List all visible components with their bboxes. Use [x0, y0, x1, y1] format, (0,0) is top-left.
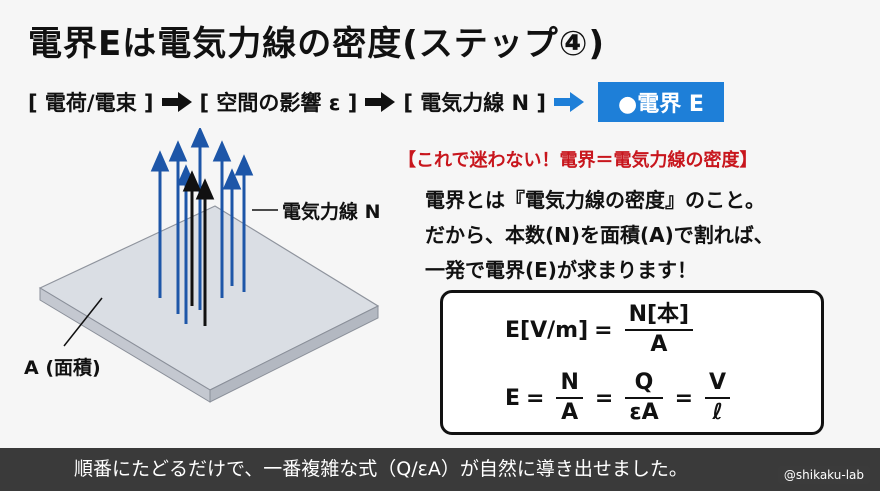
flow-result-electric-field: ●電界 E — [598, 82, 724, 122]
fraction-v-over-l: V ℓ — [705, 370, 731, 425]
numerator: V — [709, 370, 727, 395]
flow-step-lines: [ 電気力線 N ] — [403, 91, 547, 115]
flow-chain: [ 電荷/電束 ] [ 空間の影響 ε ] [ 電気力線 N ] ●電界 E — [28, 82, 724, 122]
field-lines-label: 電気力線 N — [282, 200, 381, 223]
denominator: εA — [629, 400, 659, 425]
denominator: A — [650, 332, 668, 357]
numerator: Q — [634, 370, 654, 395]
numerator: N — [560, 370, 579, 395]
formula-box: E[V/m] = N[本] A E = N A = Q εA = V ℓ — [440, 290, 824, 435]
center-lines — [182, 170, 215, 326]
fraction-bar — [705, 397, 731, 399]
field-lines — [150, 128, 254, 324]
equals-sign: = — [594, 385, 614, 411]
page-title: 電界Eは電気力線の密度(ステップ④) — [28, 24, 606, 64]
subtitle-bar — [0, 448, 880, 491]
formula-chain: E = N A = Q εA = V ℓ — [505, 371, 736, 425]
key-point-heading: 【これで迷わない！電界＝電気力線の密度】 — [398, 150, 758, 171]
right-arrow-icon — [161, 92, 192, 112]
fraction-bar — [625, 397, 663, 399]
explanation-line-1: 電界とは『電気力線の密度』のこと。 — [425, 188, 765, 212]
flow-step-space: [ 空間の影響 ε ] — [199, 91, 358, 115]
flow-step-charge: [ 電荷/電束 ] — [28, 91, 154, 115]
field-lines-diagram: 電気力線 N A (面積) — [24, 128, 381, 403]
fraction-n-over-a: N[本] A — [624, 302, 694, 357]
denominator: A — [561, 400, 579, 425]
plate-side — [209, 305, 379, 403]
fraction-n-over-a: N A — [556, 370, 583, 425]
formula2-lhs: E — [505, 385, 521, 411]
formula1-lhs: E[V/m] — [505, 317, 589, 343]
formula-definition: E[V/m] = N[本] A — [505, 303, 699, 357]
equals-sign: = — [674, 385, 694, 411]
fraction-q-over-epsilon-a: Q εA — [625, 370, 663, 425]
fraction-bar — [556, 397, 583, 399]
explanation-text: 電界とは『電気力線の密度』のこと。 だから、本数(N)を面積(A)で割れば、 一… — [425, 183, 774, 288]
fraction-bar — [624, 329, 694, 331]
equals-sign: = — [526, 385, 545, 411]
right-arrow-icon — [554, 92, 585, 112]
area-label: A (面積) — [24, 356, 101, 379]
channel-watermark: @shikaku-lab — [777, 466, 870, 484]
explanation-line-2: だから、本数(N)を面積(A)で割れば、 — [425, 223, 774, 247]
equals-sign: = — [594, 317, 613, 343]
right-arrow-icon — [365, 92, 396, 112]
numerator: N[本] — [628, 302, 690, 327]
explanation-line-3: 一発で電界(E)が求まります！ — [425, 258, 697, 282]
subtitle-caption: 順番にたどるだけで、一番複雑な式（Q/εA）が自然に導き出せました。 — [74, 458, 688, 480]
denominator: ℓ — [712, 400, 723, 425]
